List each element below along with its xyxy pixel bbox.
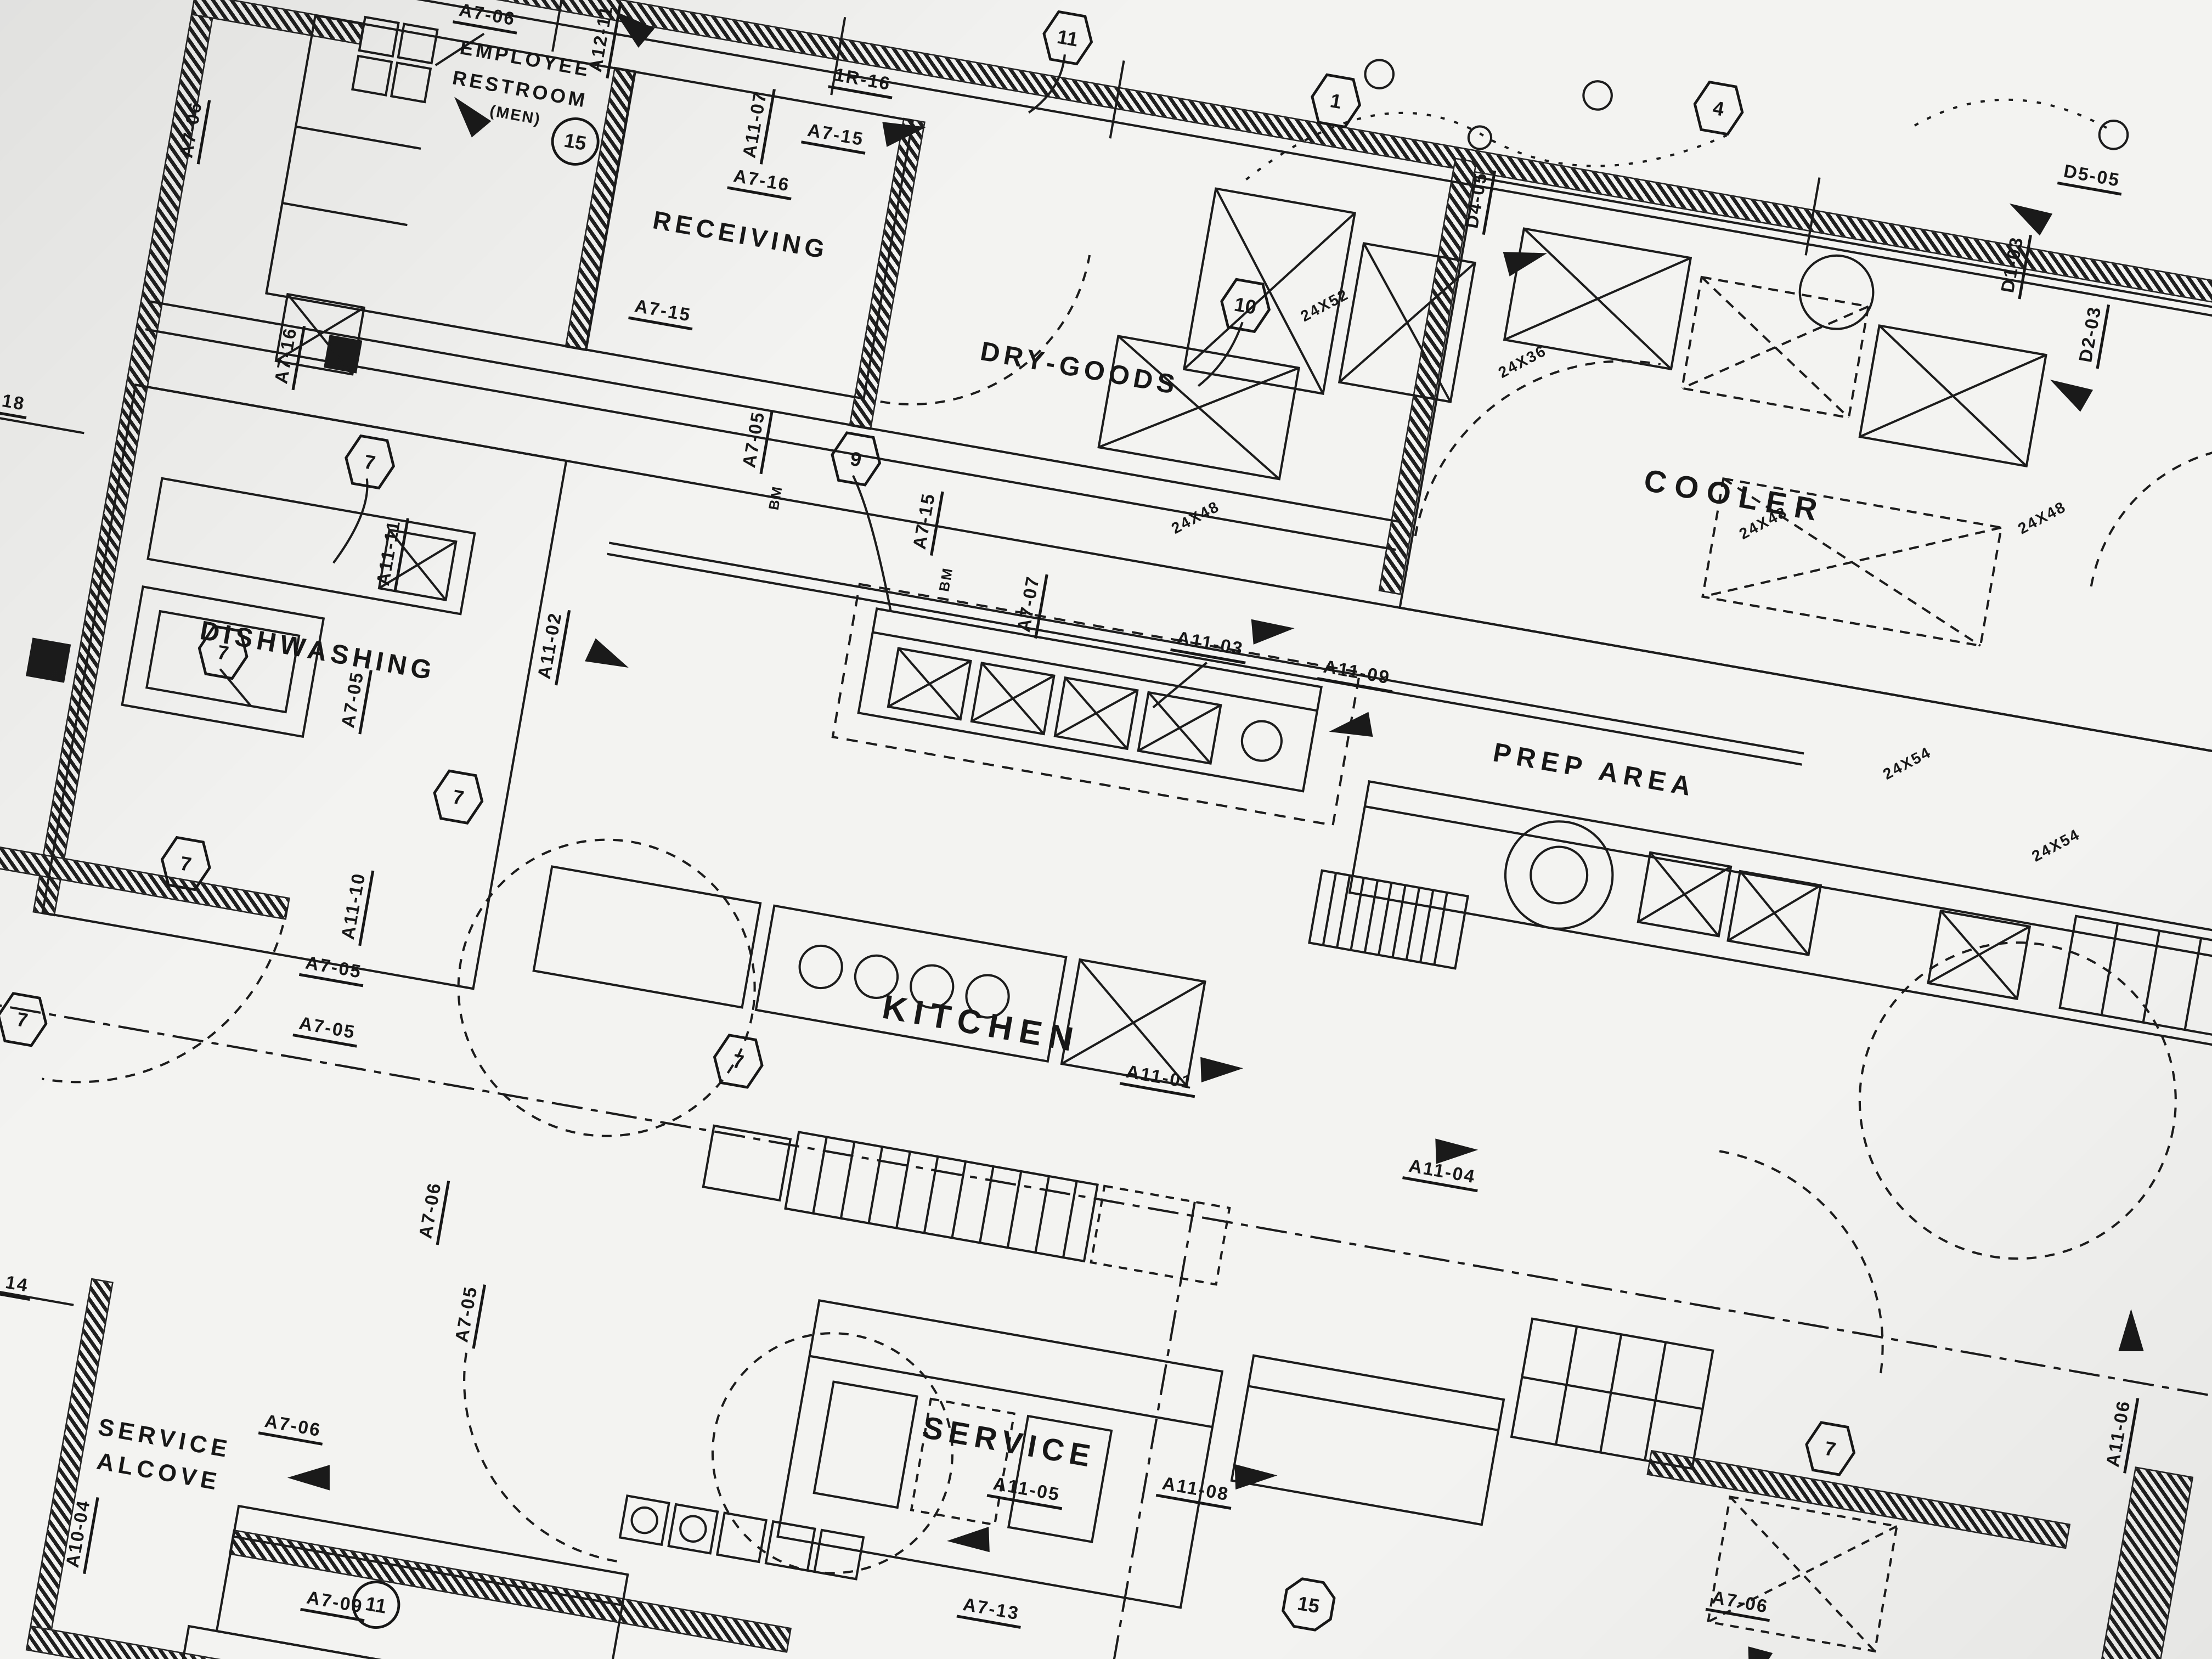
keynote-marker: 4 — [1688, 77, 1750, 139]
keynote-marker: 10 — [1215, 274, 1277, 336]
keynote-marker: 15 — [1278, 1573, 1340, 1635]
keynote-marker: 7 — [427, 766, 489, 828]
keynote-marker: 11 — [345, 1573, 407, 1635]
section-arrow-icon — [1234, 1463, 1278, 1490]
keynote-marker: 15 — [544, 110, 606, 172]
keynote-marker: 7 — [1799, 1418, 1861, 1480]
ref-tag: 14 — [0, 1271, 35, 1301]
keynote-marker: 7 — [707, 1030, 769, 1092]
section-arrow-icon — [1200, 1056, 1244, 1083]
ref-tag: 18 — [0, 390, 31, 420]
keynote-marker: 7 — [0, 989, 53, 1051]
keynote-marker: 7 — [192, 622, 254, 684]
section-arrow-icon — [287, 1465, 330, 1491]
section-arrow-icon — [1251, 616, 1296, 645]
section-arrow-icon — [1435, 1137, 1479, 1164]
keynote-marker: 1 — [1305, 70, 1367, 132]
keynote-marker: 11 — [1037, 7, 1099, 69]
keynote-marker: 9 — [825, 428, 887, 490]
keynote-marker: 7 — [155, 832, 217, 894]
section-arrow-icon — [2118, 1308, 2144, 1351]
section-arrow-icon — [946, 1527, 990, 1554]
keynote-marker: 7 — [339, 431, 401, 493]
